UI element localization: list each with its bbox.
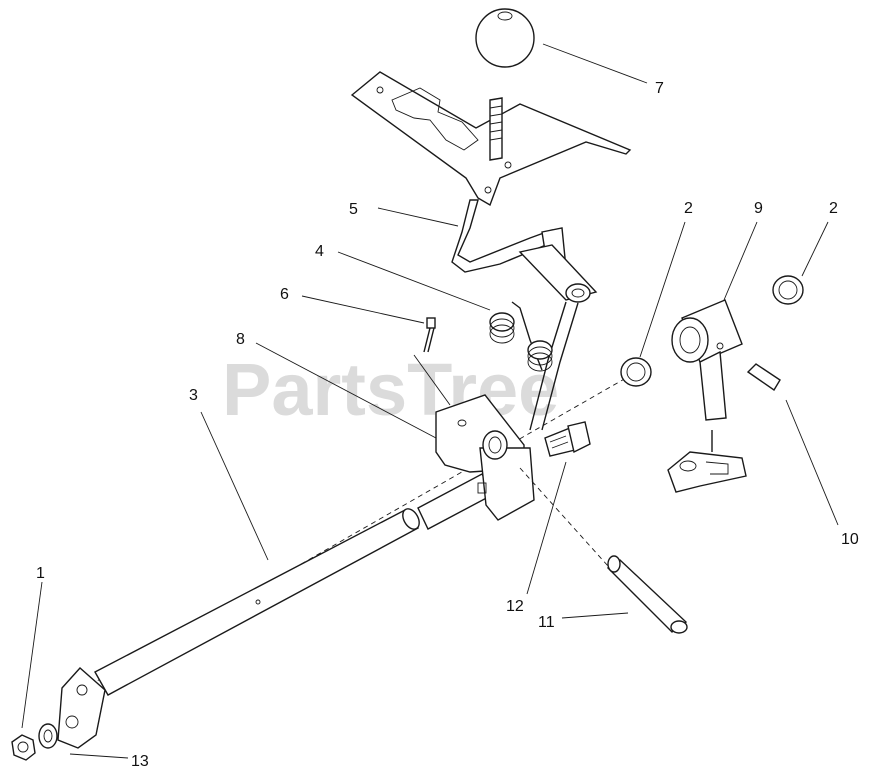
- callout-9: 9: [754, 200, 763, 217]
- spring-part-4: [489, 301, 553, 372]
- callout-12: 12: [506, 598, 524, 615]
- callout-5: 5: [349, 201, 358, 218]
- callout-6: 6: [280, 286, 289, 303]
- roll-pin-part-10: [746, 363, 781, 392]
- assembly-axis-line: [89, 369, 641, 686]
- watermark: PartsTree: [222, 348, 559, 431]
- shift-lever-part-5: [451, 199, 598, 431]
- callout-7: 7: [655, 80, 664, 97]
- callout-10: 10: [841, 531, 859, 548]
- shift-link-bottom: [667, 430, 747, 493]
- callout-13: 13: [131, 753, 149, 770]
- collar-part-9: [671, 299, 743, 421]
- cotter-pin-part-6: [423, 317, 436, 353]
- washer-part-13: [38, 723, 58, 749]
- callout-2-right: 2: [829, 200, 838, 217]
- shaft-part-3: [94, 473, 495, 696]
- nut-part-1: [11, 734, 36, 761]
- bushing-part-2-left: [620, 357, 652, 387]
- shaft-end-plate: [57, 667, 106, 749]
- bracket-part-8: [435, 394, 535, 521]
- bushing-part-2-right: [772, 275, 804, 305]
- pin-part-11: [519, 467, 688, 634]
- callout-1: 1: [36, 565, 45, 582]
- callout-4: 4: [315, 243, 324, 260]
- callout-2-left: 2: [684, 200, 693, 217]
- leader-lines: [21, 43, 839, 759]
- knob-part-7: [475, 8, 535, 161]
- callout-11: 11: [538, 614, 555, 631]
- callout-8: 8: [236, 331, 245, 348]
- callout-3: 3: [189, 387, 198, 404]
- bolt-part-12: [544, 421, 591, 457]
